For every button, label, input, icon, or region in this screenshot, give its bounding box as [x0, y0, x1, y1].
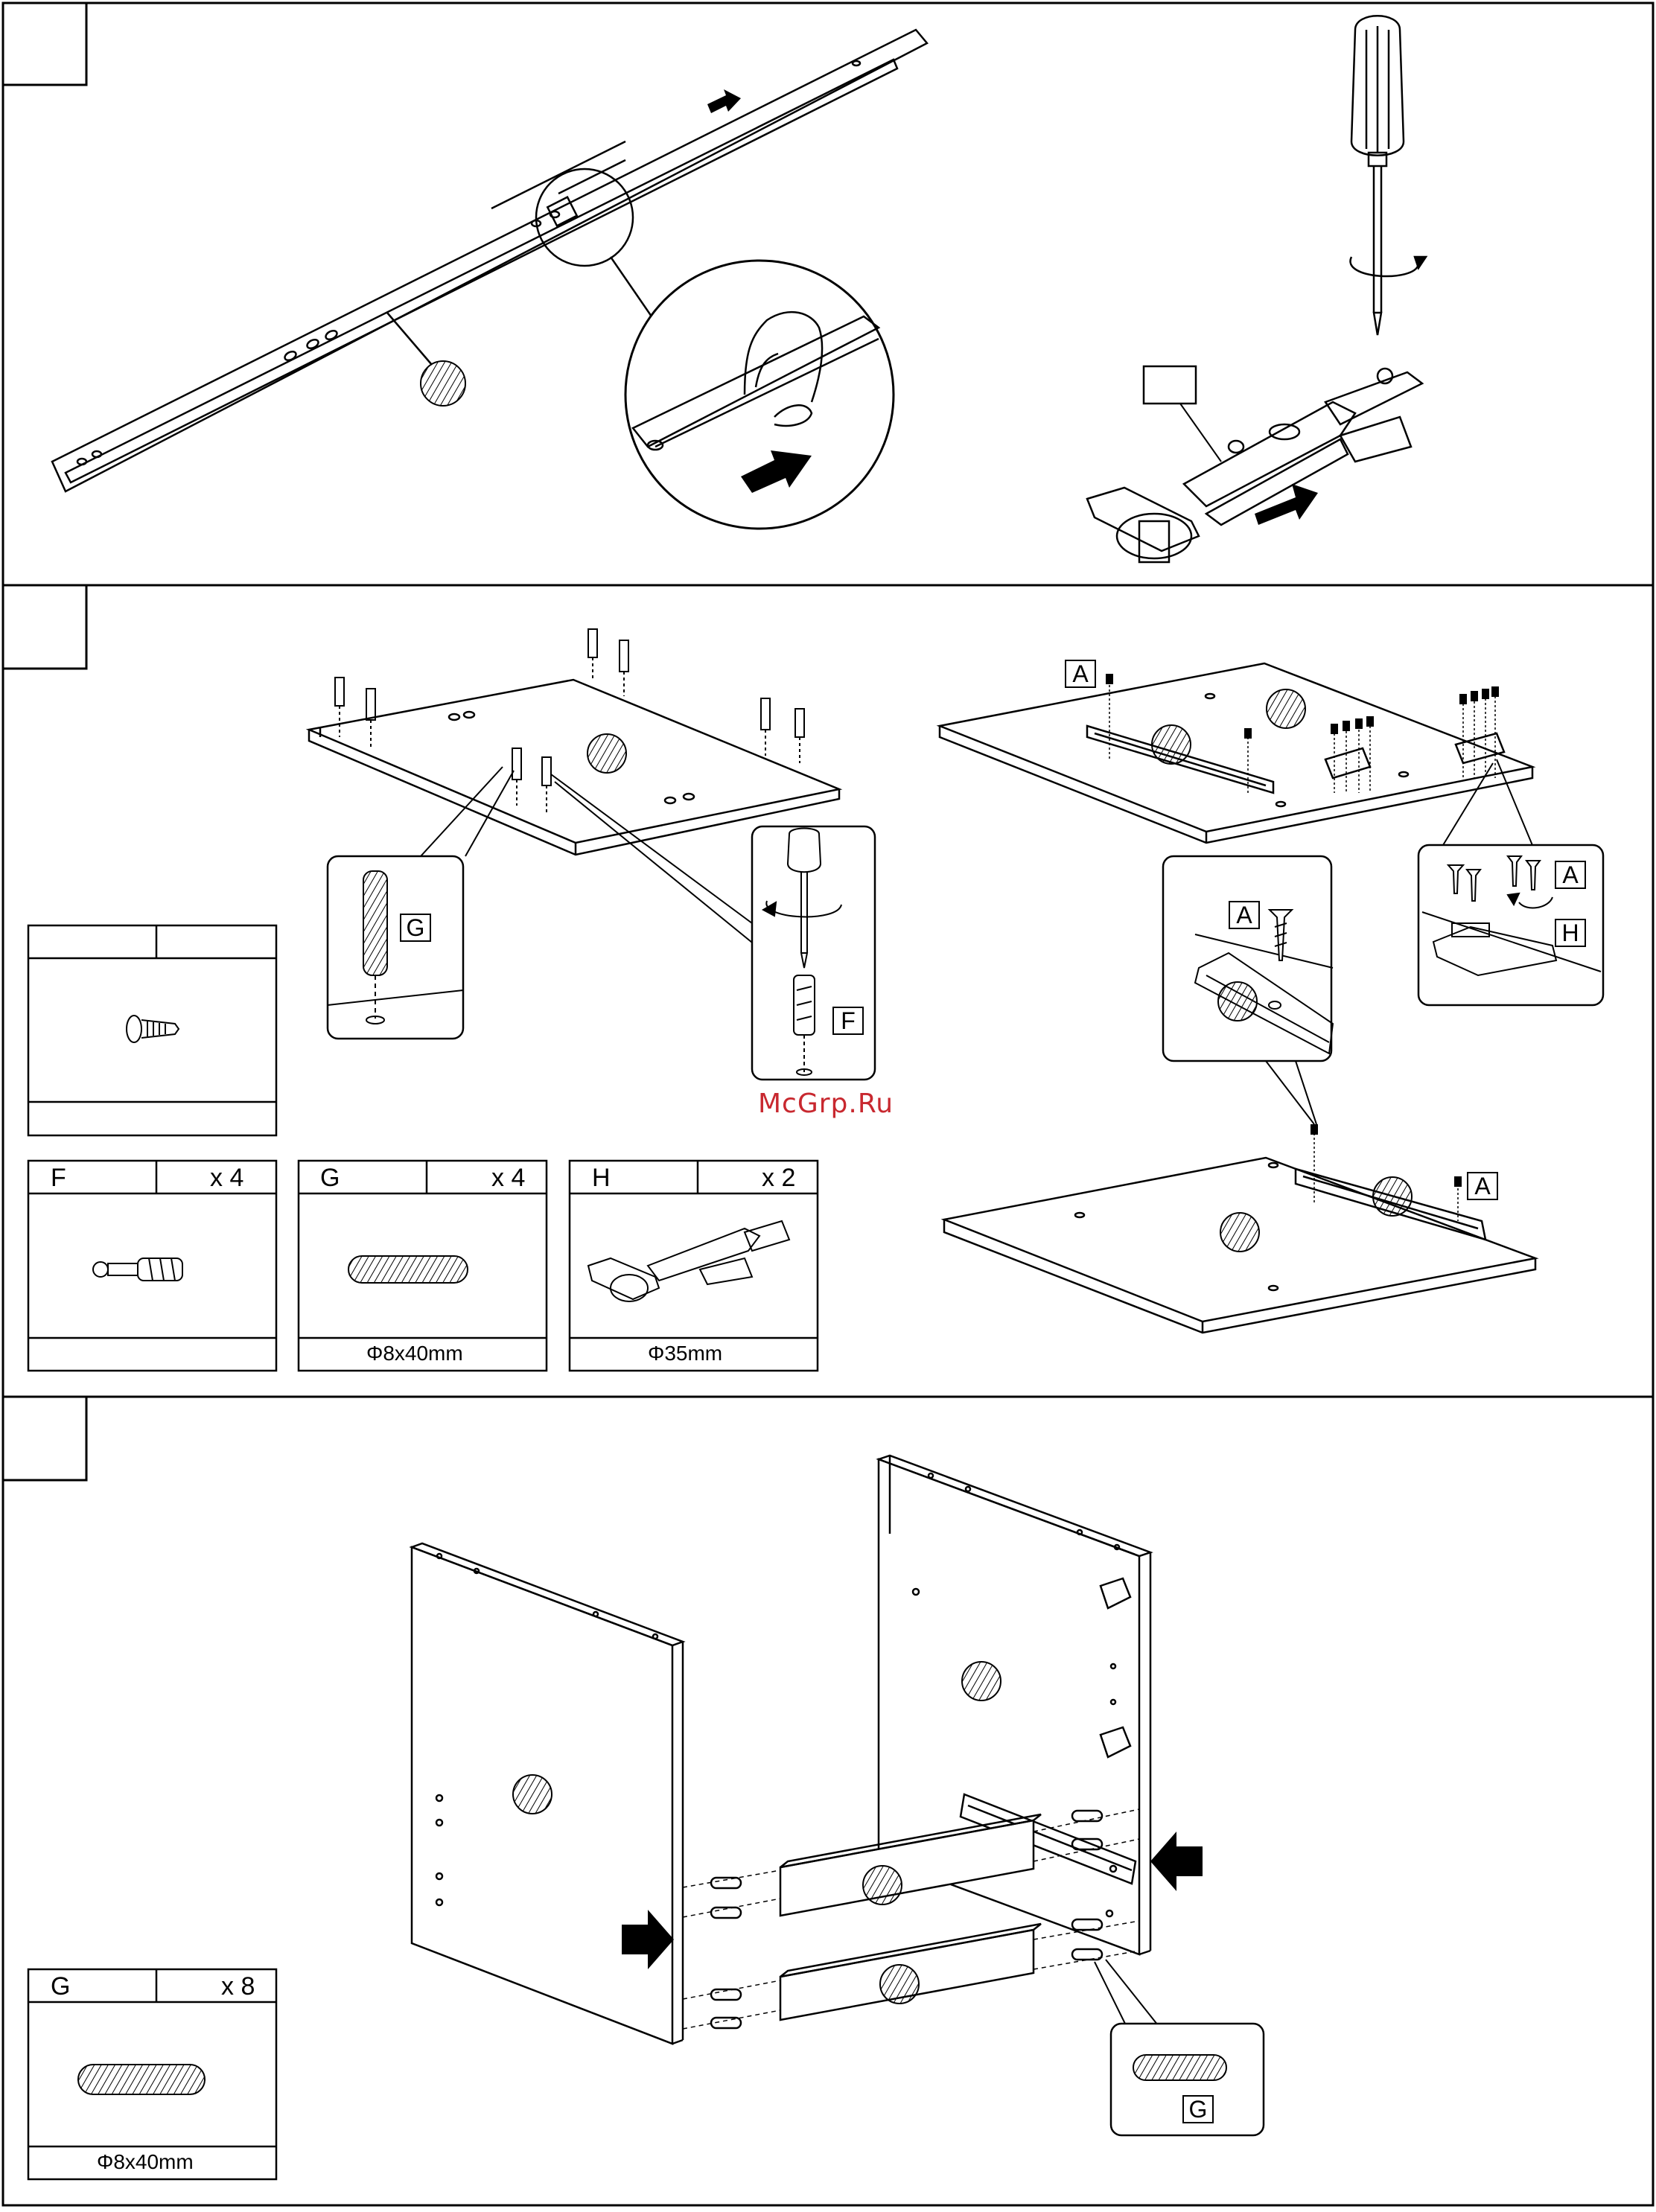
magnifier-circle [536, 169, 633, 266]
part-qty-f: x 4 [210, 1165, 243, 1191]
part-marker [1220, 1213, 1259, 1252]
callout-label-a: A [1065, 660, 1096, 688]
part-letter-f: F [51, 1165, 66, 1191]
part-marker [863, 1866, 902, 1905]
part-letter-g-step3: G [51, 1974, 70, 1999]
part-qty-h: x 2 [762, 1165, 795, 1191]
part-marker [513, 1775, 552, 1814]
dowel-icon [78, 2065, 205, 2094]
part-marker [421, 361, 465, 406]
hinge-icon [588, 1221, 789, 1301]
empty-label-box [1144, 366, 1196, 404]
part-marker [1267, 689, 1305, 728]
callout-label-f: F [832, 1007, 864, 1035]
part-marker [962, 1662, 1001, 1701]
direction-arrow [707, 89, 741, 113]
direction-arrow [1255, 484, 1318, 525]
step-number-box [3, 1397, 86, 1480]
part-marker [880, 1965, 919, 2004]
callout-label-a: A [1229, 901, 1260, 929]
cam-bolt-icon [93, 1258, 182, 1281]
dowel-group [335, 629, 804, 813]
callout-label-g: G [400, 914, 431, 942]
callout-dowel-detail [328, 856, 463, 1039]
part-qty-g-step3: x 8 [221, 1974, 255, 1999]
part-marker [1218, 982, 1257, 1021]
side-panel-hardware-drawing [940, 663, 1532, 843]
part-dim-g: Φ8x40mm [366, 1343, 463, 1364]
part-letter-g: G [320, 1165, 340, 1191]
callout-label-h: H [1555, 919, 1586, 947]
part-letter-h: H [592, 1165, 611, 1191]
step-number-box [3, 3, 86, 85]
part-dim-g-step3: Φ8x40mm [97, 2152, 194, 2173]
part-marker [587, 734, 626, 773]
screwdriver-drawing [1350, 16, 1426, 335]
dowel-icon [348, 1256, 468, 1283]
hinge-drawing [1087, 369, 1422, 562]
callout-label-a: A [1467, 1172, 1498, 1200]
part-marker [1373, 1177, 1412, 1216]
step-number-box [3, 585, 86, 669]
callout-label-a: A [1555, 861, 1586, 889]
part-qty-g: x 4 [491, 1165, 525, 1191]
cabinet-assembly-drawing [412, 1456, 1150, 2044]
direction-arrow [1150, 1832, 1203, 1891]
watermark: McGrp.Ru [758, 1089, 894, 1119]
callout-cam-bolt-detail [752, 826, 875, 1080]
part-marker [1152, 725, 1191, 764]
screw-icon [127, 1016, 179, 1042]
part-dim-h: Φ35mm [648, 1343, 722, 1364]
callout-label-g: G [1182, 2095, 1214, 2123]
